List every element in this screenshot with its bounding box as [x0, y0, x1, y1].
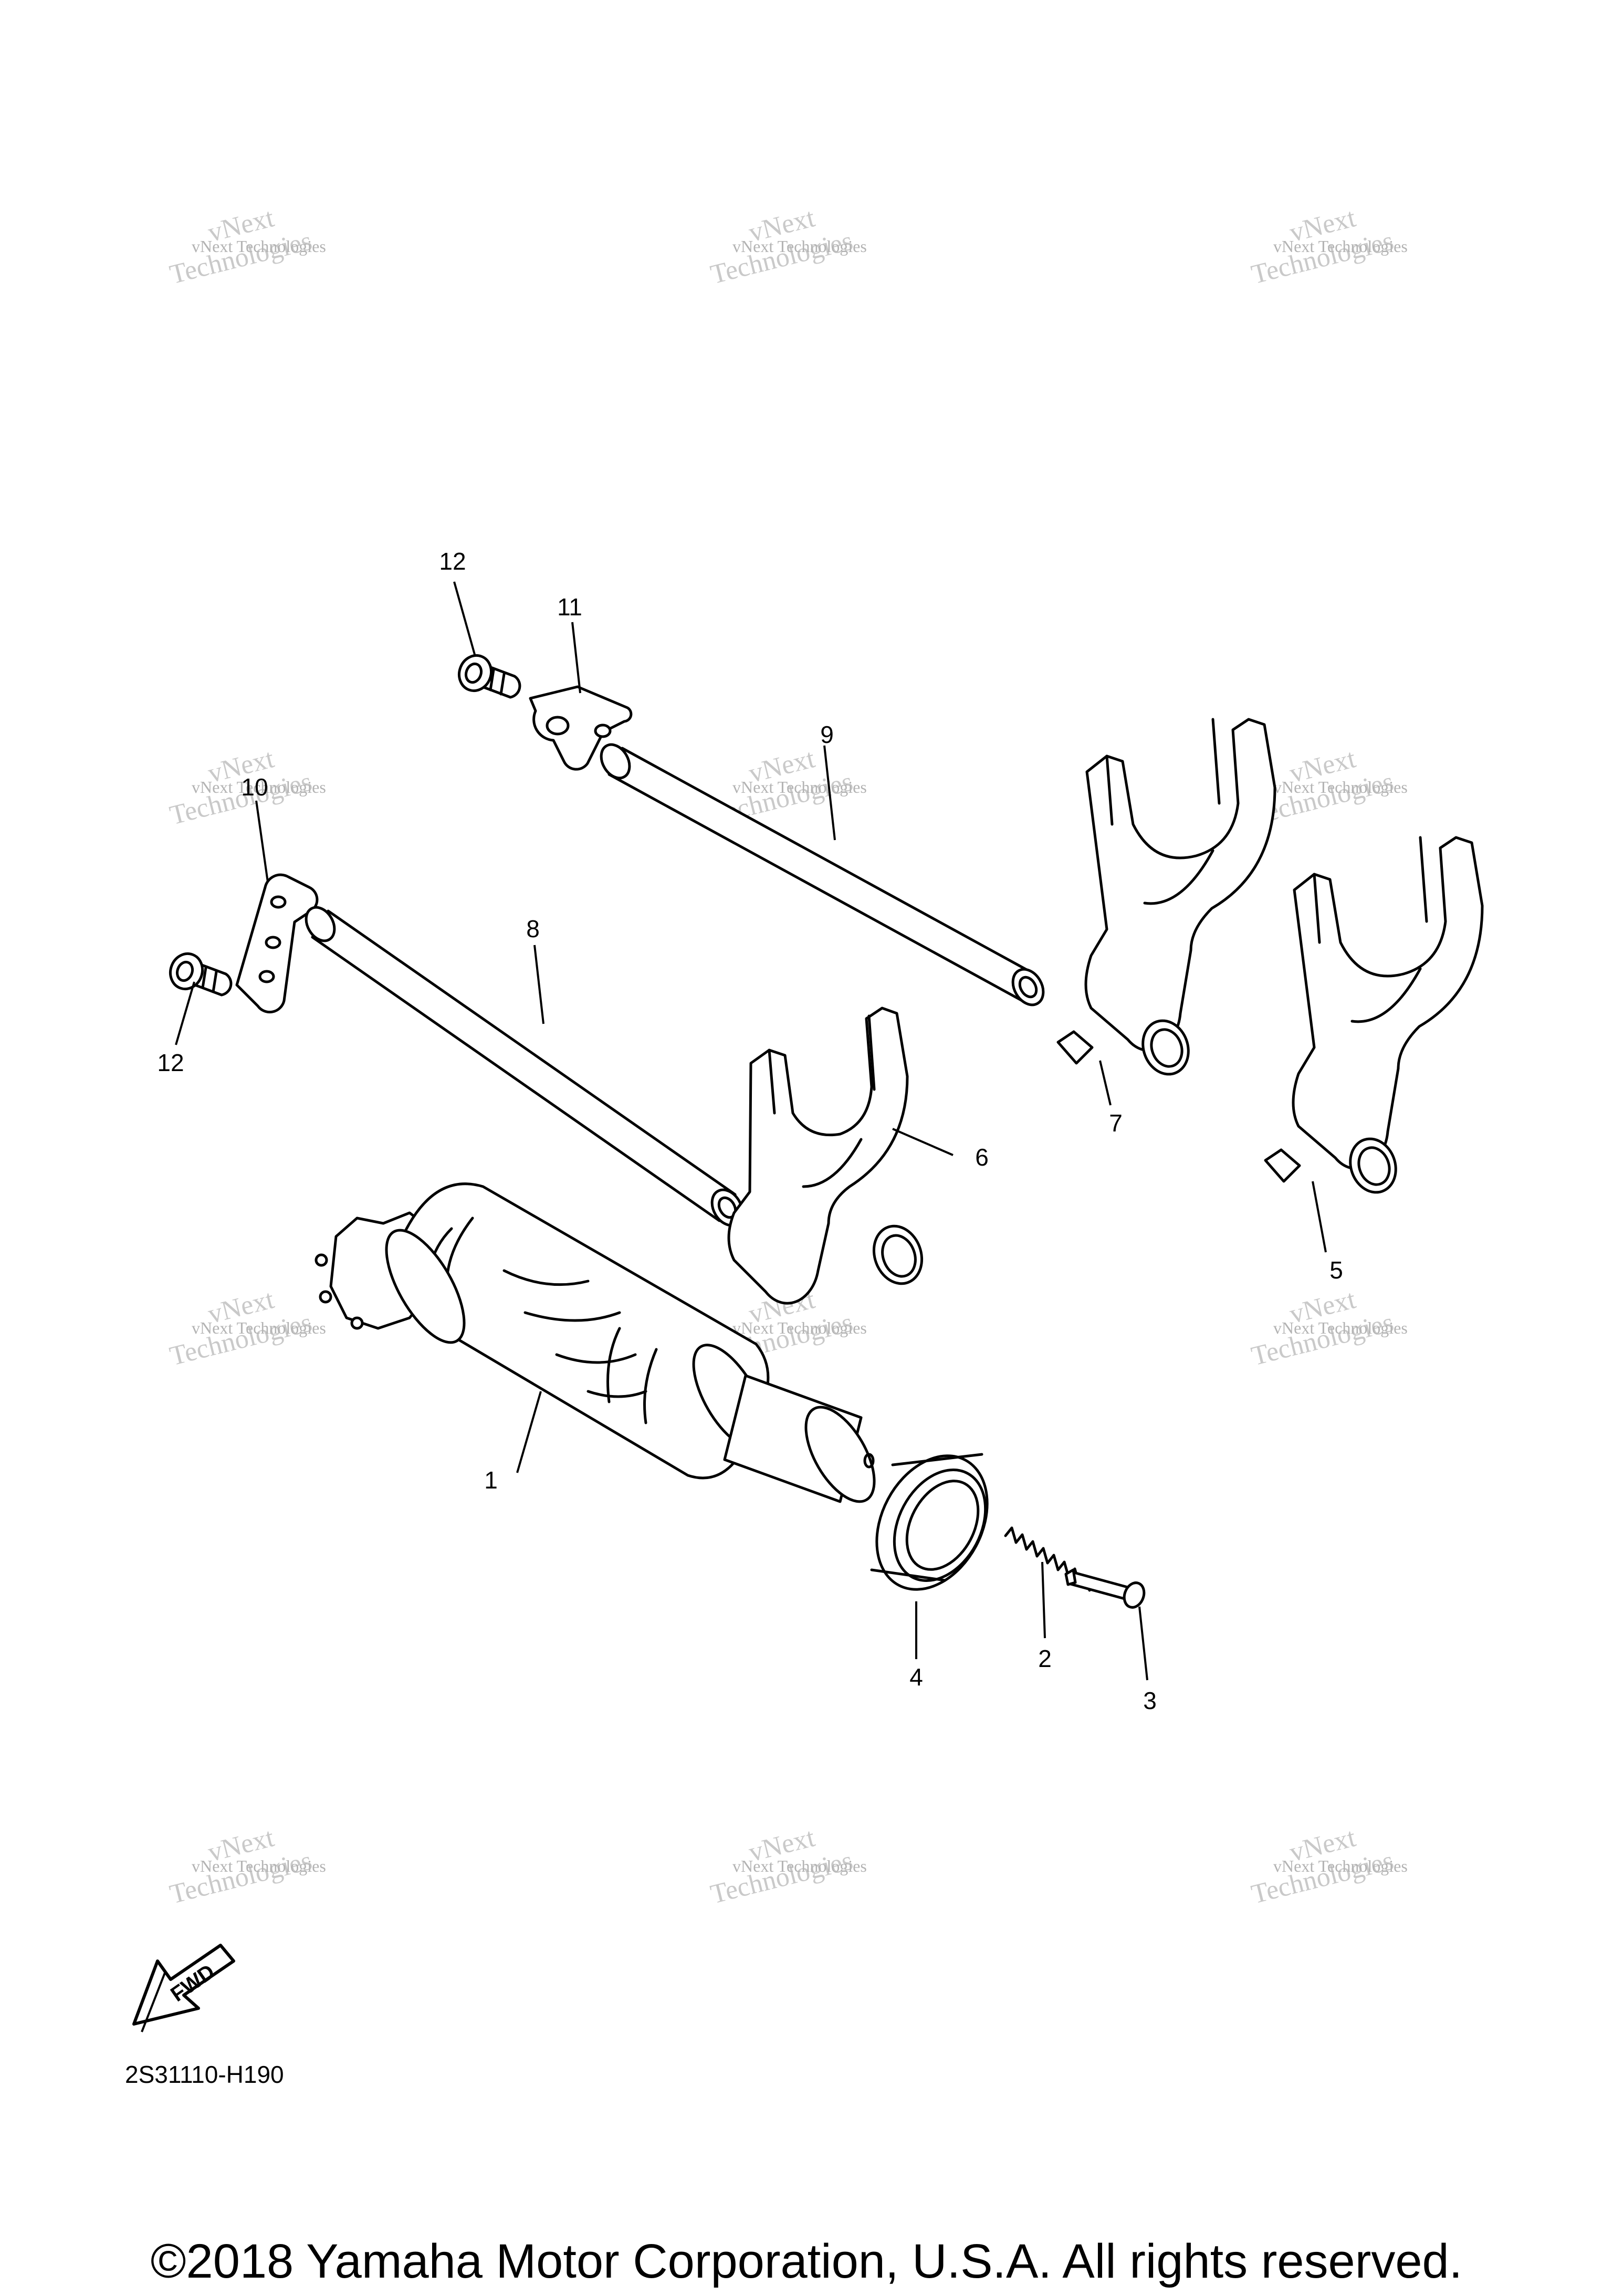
svg-text:vNext Technologies: vNext Technologies	[192, 778, 326, 796]
leader-lines	[175, 581, 1327, 1681]
svg-text:vNext Technologies: vNext Technologies	[732, 237, 867, 256]
watermark: Technologies vNext vNext Technologies	[1249, 1284, 1408, 1371]
part-11-stopper-plate	[529, 685, 633, 771]
part-10-stopper-plate	[235, 873, 319, 1014]
part-4-bearing	[870, 1453, 989, 1591]
fwd-arrow-icon: FWD	[132, 1944, 235, 2032]
part-6-shift-fork	[727, 1007, 924, 1305]
part-12-bolt-lower	[169, 952, 233, 997]
callout-9: 9	[820, 721, 834, 748]
svg-text:vNext Technologies: vNext Technologies	[192, 1318, 326, 1337]
svg-text:vNext Technologies: vNext Technologies	[732, 1318, 867, 1337]
copyright-notice: ©2018 Yamaha Motor Corporation, U.S.A. A…	[150, 2235, 1463, 2288]
callout-7: 7	[1109, 1109, 1123, 1137]
svg-text:vNext Technologies: vNext Technologies	[1273, 778, 1408, 796]
callout-6: 6	[975, 1144, 989, 1171]
callout-2: 2	[1038, 1645, 1052, 1672]
part-8-guide-bar-lower	[305, 906, 744, 1227]
watermark: Technologies vNext vNext Technologies	[167, 203, 326, 290]
callout-4: 4	[909, 1663, 923, 1691]
part-5-shift-fork	[1264, 836, 1484, 1194]
watermark: Technologies vNext vNext Technologies	[167, 743, 326, 831]
watermark: Technologies vNext vNext Technologies	[1249, 1822, 1408, 1910]
part-1-shift-drum	[315, 1182, 876, 1503]
part-3-pin	[1064, 1568, 1146, 1609]
part-7-shift-fork	[1056, 718, 1276, 1076]
callout-10: 10	[241, 773, 268, 801]
watermark: Technologies vNext vNext Technologies	[167, 1822, 326, 1910]
watermark: Technologies vNext vNext Technologies	[167, 1284, 326, 1371]
svg-text:vNext Technologies: vNext Technologies	[192, 1857, 326, 1875]
svg-text:vNext Technologies: vNext Technologies	[732, 1857, 867, 1875]
watermark: Technologies vNext vNext Technologies	[1249, 203, 1408, 290]
part-9-guide-bar-upper	[600, 743, 1045, 1007]
part-12-bolt-upper	[458, 654, 521, 699]
callout-3: 3	[1143, 1687, 1157, 1714]
watermark: Technologies vNext vNext Technologies	[708, 203, 867, 290]
watermark: Technologies vNext vNext Technologies	[708, 1822, 867, 1910]
svg-text:vNext Technologies: vNext Technologies	[192, 237, 326, 256]
callouts: 12 11 9 10 8 12 6 7 5 1 4 2 3	[157, 548, 1343, 1714]
callout-1: 1	[484, 1466, 498, 1494]
callout-8: 8	[526, 915, 540, 942]
callout-12-upper: 12	[439, 548, 466, 575]
callout-11: 11	[557, 593, 582, 621]
watermarks: Technologies vNext vNext Technologies Te…	[167, 203, 1408, 1910]
callout-5: 5	[1329, 1256, 1343, 1284]
svg-text:vNext Technologies: vNext Technologies	[1273, 1857, 1408, 1875]
svg-text:vNext Technologies: vNext Technologies	[732, 778, 867, 796]
callout-12-lower: 12	[157, 1049, 184, 1076]
svg-text:vNext Technologies: vNext Technologies	[1273, 1318, 1408, 1337]
svg-text:vNext Technologies: vNext Technologies	[1273, 237, 1408, 256]
diagram-code: 2S31110-H190	[125, 2061, 284, 2088]
